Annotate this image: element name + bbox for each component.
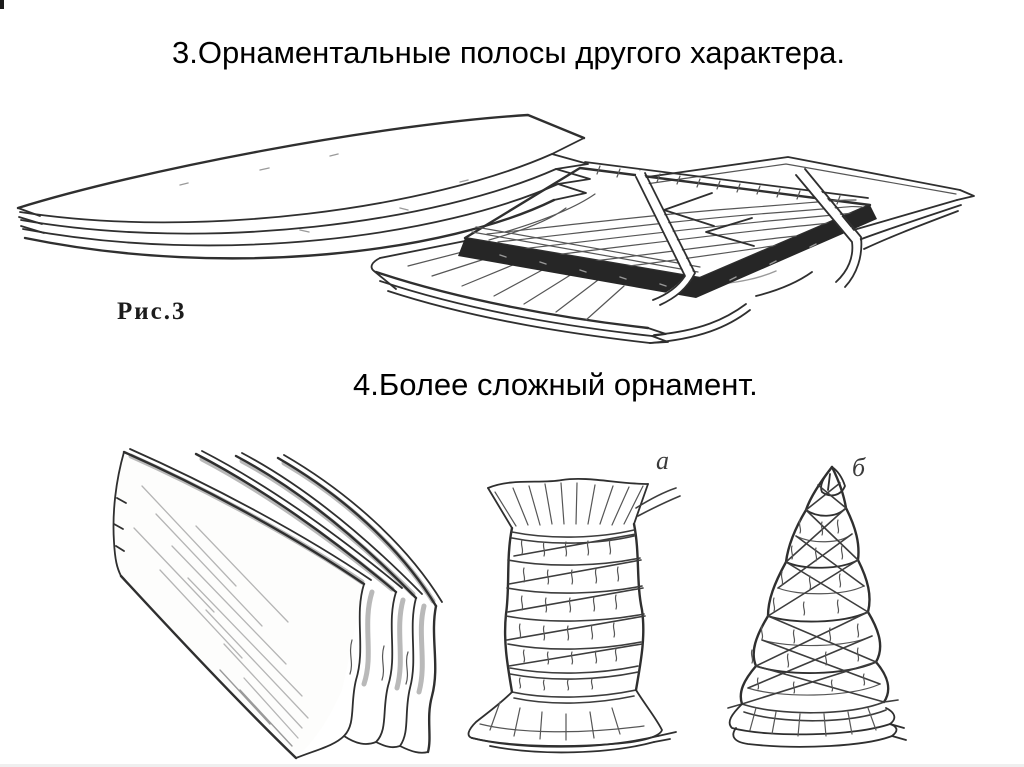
- figure-label-b: б: [852, 453, 866, 482]
- accordion-fold-drawing: [112, 448, 443, 760]
- heading-ornamental-stripes: 3.Орнаментальные полосы другого характер…: [172, 35, 846, 70]
- heading-complex-ornament: 4.Более сложный орнамент.: [353, 367, 758, 402]
- corner-mark: [0, 0, 4, 9]
- wrapped-column-drawing: [467, 477, 681, 754]
- folded-stack-drawing: [16, 113, 591, 260]
- figure-label-a: а: [656, 446, 669, 475]
- clamped-bundle-drawing: [370, 156, 975, 344]
- bottom-illustrations: [112, 448, 907, 760]
- figure-3-caption: Рис.3: [117, 298, 187, 325]
- wrapped-cone-drawing: [727, 465, 907, 748]
- slide-bottom-edge: [0, 764, 1024, 767]
- top-illustrations: [16, 113, 975, 344]
